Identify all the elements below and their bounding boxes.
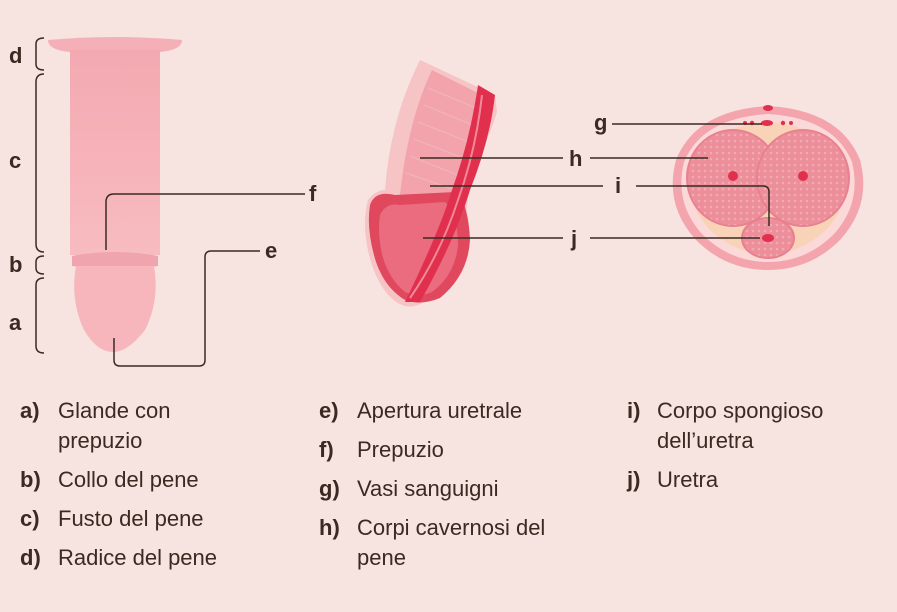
brace-c — [35, 73, 45, 253]
label-f: f — [309, 181, 317, 206]
legend-key: e) — [319, 398, 339, 423]
sagittal-section — [364, 60, 497, 307]
legend-item: i) Corpo spongioso dell’uretra — [627, 396, 882, 456]
shaft — [70, 50, 160, 255]
legend-key: j) — [627, 467, 641, 492]
legend-text: Corpo spongioso dell’uretra — [657, 398, 824, 453]
urethra-cross — [762, 234, 774, 242]
artery-left — [728, 171, 738, 181]
artery-right — [798, 171, 808, 181]
legend-column-3: i) Corpo spongioso dell’uretra j) Uretra — [627, 396, 882, 504]
external-view — [48, 37, 182, 352]
label-j: j — [571, 226, 578, 251]
legend-item: j) Uretra — [627, 465, 882, 495]
label-h: h — [569, 146, 583, 171]
root-flange — [48, 37, 182, 52]
legend-key: b) — [20, 467, 41, 492]
neck-ring — [72, 252, 158, 269]
legend-item: f) Prepuzio — [319, 435, 572, 465]
legend-key: f) — [319, 437, 334, 462]
legend-item: d) Radice del pene — [20, 543, 273, 573]
tissue-bands — [405, 87, 487, 191]
label-a: a — [9, 310, 22, 335]
legend-column-2: e) Apertura uretrale f) Prepuzio g) Vasi sa… — [319, 396, 572, 582]
legend-key: g) — [319, 476, 340, 501]
leader-f — [105, 193, 305, 250]
legend-item: e) Apertura uretrale — [319, 396, 572, 426]
label-i: i — [615, 173, 622, 198]
legend-text: Fusto del pene — [58, 506, 204, 531]
side-braces — [35, 37, 45, 354]
legend-text: Vasi sanguigni — [357, 476, 499, 501]
label-b: b — [9, 252, 23, 277]
legend-text: Uretra — [657, 467, 719, 492]
legend-item: a) Glande con prepuzio — [20, 396, 273, 456]
legend-text: Radice del pene — [58, 545, 218, 570]
urethra-line — [409, 94, 483, 299]
legend-text: Apertura uretrale — [357, 398, 523, 423]
legend-item: h) Corpi cavernosi del pene — [319, 513, 572, 573]
legend-key: h) — [319, 515, 340, 540]
legend-key: d) — [20, 545, 41, 570]
legend-text: Collo del pene — [58, 467, 199, 492]
legend-item: b) Collo del pene — [20, 465, 273, 495]
legend-key: a) — [20, 398, 40, 423]
legend-text: Glande con prepuzio — [58, 398, 171, 453]
leader-e — [113, 250, 260, 367]
label-e: e — [265, 238, 278, 263]
blood-vessels — [743, 105, 793, 126]
legend-key: i) — [627, 398, 641, 423]
brace-b — [35, 255, 45, 275]
legend-text: Prepuzio — [357, 437, 444, 462]
legend-item: g) Vasi sanguigni — [319, 474, 572, 504]
glans-inner — [379, 202, 458, 295]
legend-text: Corpi cavernosi del pene — [357, 515, 546, 570]
legend-item: c) Fusto del pene — [20, 504, 273, 534]
label-c: c — [9, 148, 22, 173]
brace-a — [35, 277, 45, 354]
legend-column-1: a) Glande con prepuzio b) Collo del pene c… — [20, 396, 273, 582]
label-g: g — [594, 110, 608, 135]
legend-key: c) — [20, 506, 40, 531]
label-d: d — [9, 43, 23, 68]
glans — [74, 266, 156, 352]
spongy-body-band — [405, 85, 495, 302]
leader-i-right — [636, 185, 770, 226]
brace-d — [35, 37, 45, 71]
